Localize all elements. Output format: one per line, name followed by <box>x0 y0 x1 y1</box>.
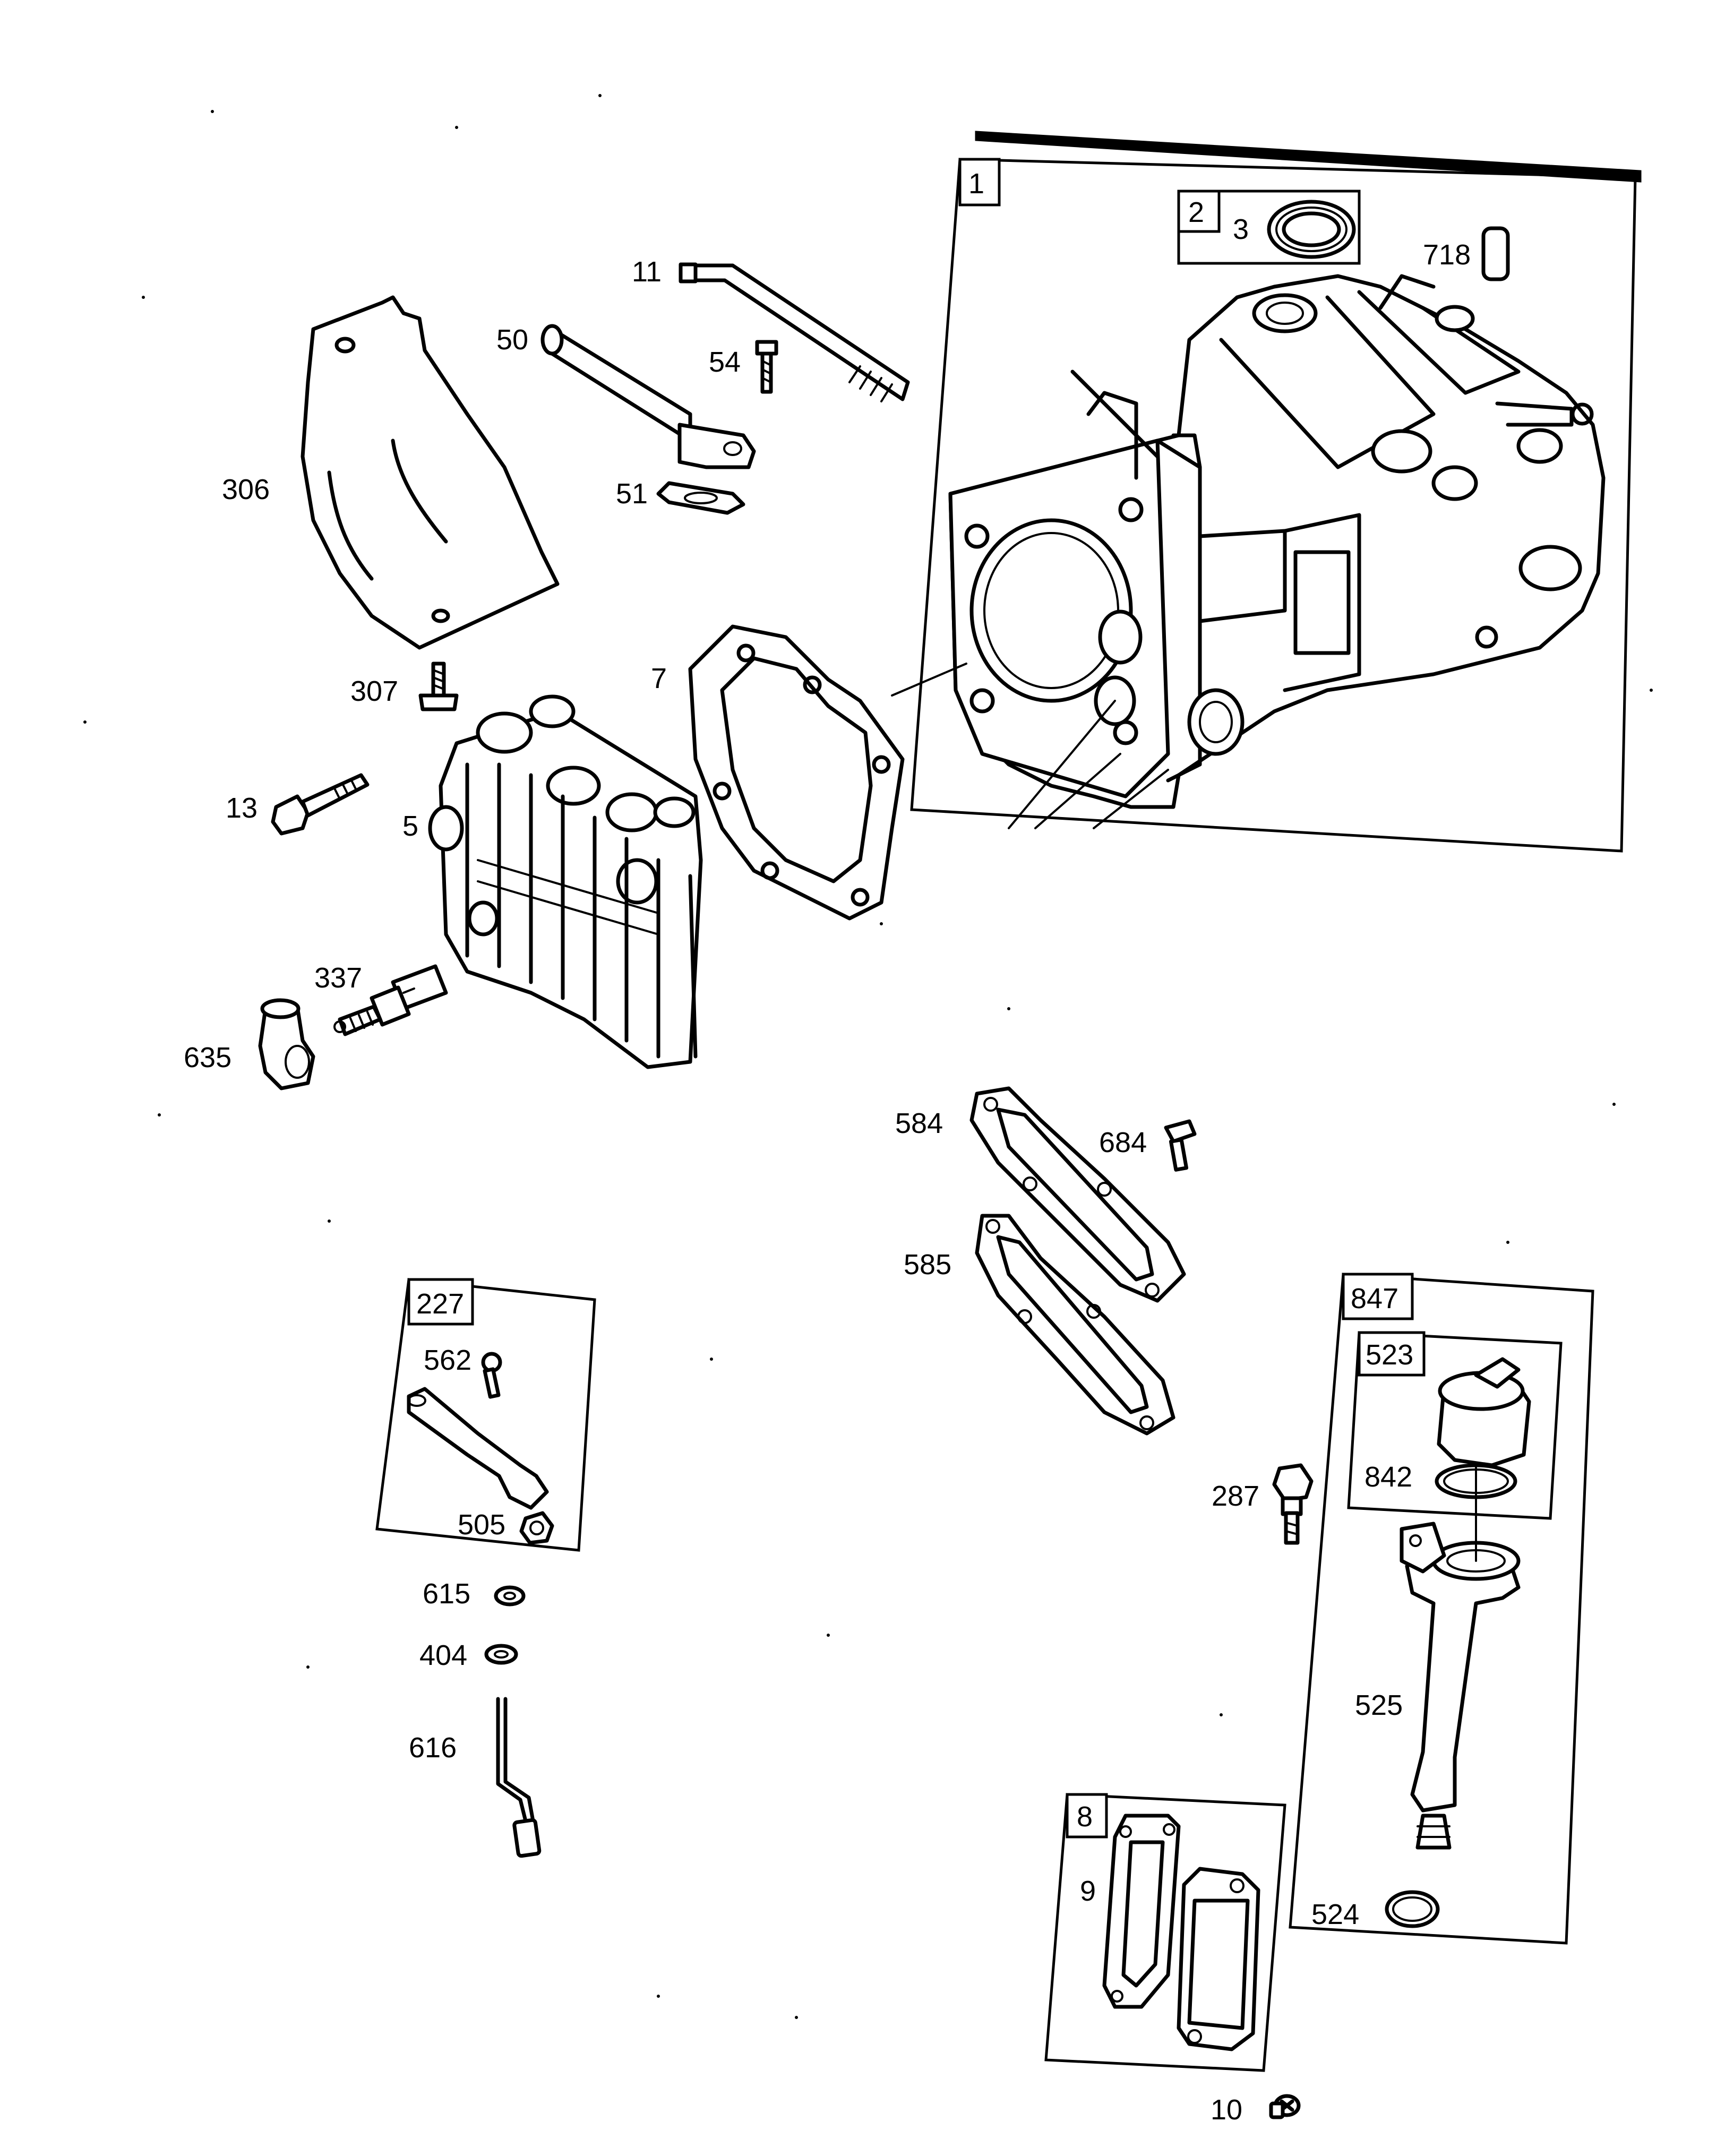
lever-part-227 <box>407 1387 549 1510</box>
part-group-847-box: 847 <box>1289 1273 1594 1945</box>
screw-part-562 <box>481 1352 502 1399</box>
label-5: 5 <box>402 810 418 842</box>
gasket-part-584 <box>969 1086 1186 1303</box>
dipstick-cap-part-523 <box>1437 1357 1531 1467</box>
label-718: 718 <box>1423 239 1471 271</box>
spark-plug-part-337 <box>333 964 448 1036</box>
label-13: 13 <box>226 792 258 824</box>
part-group-1-box: 1 <box>910 131 1642 853</box>
part-group-523-box: 523 842 <box>1347 1331 1563 1520</box>
screw-part-684 <box>1164 1119 1197 1172</box>
label-51: 51 <box>616 478 648 510</box>
o-ring-part-524 <box>1385 1890 1440 1928</box>
label-523: 523 <box>1366 1339 1413 1371</box>
washer-part-404 <box>484 1644 518 1665</box>
label-287: 287 <box>1212 1480 1259 1512</box>
label-404: 404 <box>419 1639 467 1671</box>
label-847: 847 <box>1351 1283 1398 1315</box>
label-11: 11 <box>632 256 662 288</box>
link-part-616 <box>496 1697 542 1858</box>
scan-speckle-dots <box>83 94 1653 2019</box>
label-337: 337 <box>314 962 362 994</box>
label-505: 505 <box>458 1509 505 1541</box>
bolt-part-54 <box>755 340 778 394</box>
label-842: 842 <box>1364 1461 1412 1493</box>
breather-tube-part-11 <box>679 262 910 402</box>
label-616: 616 <box>409 1732 457 1764</box>
label-2: 2 <box>1188 196 1204 228</box>
label-50: 50 <box>496 324 528 356</box>
screw-part-307 <box>418 662 459 711</box>
label-7: 7 <box>651 663 667 694</box>
dowel-pin-part-718 <box>1481 226 1510 281</box>
gasket-part-585 <box>975 1214 1175 1436</box>
screw-part-10 <box>1269 2094 1301 2119</box>
label-635: 635 <box>184 1042 231 1073</box>
nut-part-615 <box>494 1585 526 1607</box>
label-306: 306 <box>222 474 270 505</box>
label-1: 1 <box>968 168 984 200</box>
crankcase-block-illustration <box>891 274 1606 829</box>
shield-part-306 <box>301 295 560 650</box>
tube-part-50 <box>540 324 756 469</box>
label-525: 525 <box>1355 1689 1403 1721</box>
part-group-2-box: 2 3 <box>1177 190 1361 265</box>
label-684: 684 <box>1099 1127 1147 1158</box>
gasket-part-9 <box>1102 1814 1181 2009</box>
label-562: 562 <box>424 1344 471 1376</box>
head-gasket-part-7 <box>688 624 905 921</box>
spark-plug-boot-part-635 <box>258 998 315 1090</box>
breather-part-287 <box>1272 1463 1314 1545</box>
label-9: 9 <box>1080 1875 1096 1907</box>
label-584: 584 <box>895 1107 943 1139</box>
label-54: 54 <box>709 346 741 378</box>
label-307: 307 <box>350 675 398 707</box>
part-group-8-box: 8 9 <box>1044 1793 1286 2072</box>
nut-part-505 <box>519 1511 554 1545</box>
dipstick-tube-part-525 <box>1400 1464 1521 1850</box>
label-8: 8 <box>1077 1801 1093 1833</box>
bolt-part-13 <box>271 773 370 836</box>
label-615: 615 <box>423 1578 470 1610</box>
label-227: 227 <box>416 1288 464 1320</box>
valve-cover-part-8 <box>1177 1867 1260 2051</box>
seal-part-3 <box>1267 200 1356 259</box>
label-524: 524 <box>1311 1899 1359 1930</box>
cylinder-head-part-5 <box>428 694 703 1069</box>
label-585: 585 <box>904 1249 951 1281</box>
part-group-227-box: 227 562 505 <box>375 1278 596 1552</box>
label-10: 10 <box>1211 2094 1242 2126</box>
gasket-part-51 <box>656 481 745 515</box>
label-3: 3 <box>1233 213 1249 245</box>
